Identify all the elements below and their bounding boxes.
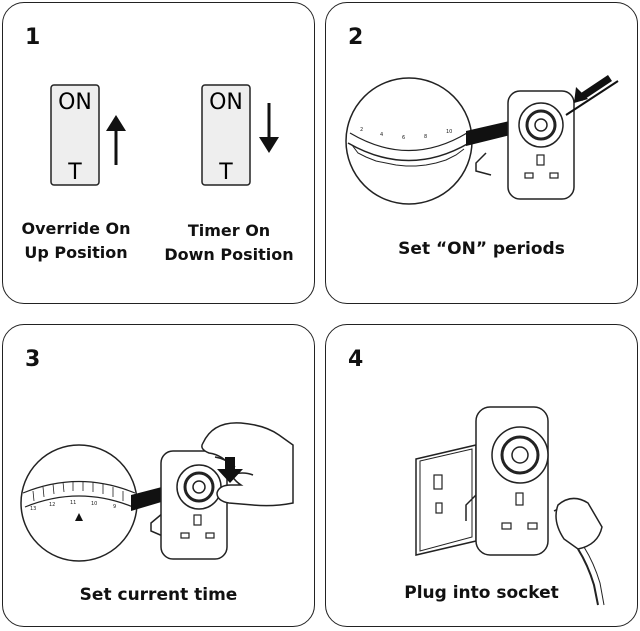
- dial-tick: 12: [49, 502, 55, 508]
- dial-tick: 6: [402, 135, 405, 141]
- dial-tick: 9: [113, 504, 116, 510]
- step-number: 3: [25, 347, 41, 372]
- step-number: 1: [25, 25, 41, 50]
- switch-timer-label: T: [218, 160, 233, 185]
- timer-plug: [475, 90, 575, 200]
- step-2-panel: 2 2 4 6 8 10: [325, 2, 638, 304]
- press-arrow-icon: [565, 75, 619, 116]
- dial-tick: 11: [70, 500, 76, 506]
- step-3-panel: 3 9 10 11 12 13: [2, 324, 315, 627]
- wall-socket: [415, 444, 477, 556]
- dial-tick: 13: [30, 506, 36, 512]
- set-current-time-illustration: 9 10 11 12 13: [20, 422, 294, 562]
- timer-caption: Timer On Down Position: [155, 219, 303, 267]
- caption-line: Override On: [21, 219, 131, 238]
- step-caption: Plug into socket: [404, 583, 559, 603]
- plug-into-socket-illustration: [415, 406, 605, 606]
- override-switch-illustration: ON T ON T: [50, 84, 279, 186]
- step-4-panel: 4 Plug into socket: [325, 324, 638, 627]
- switch-on-label: ON: [209, 90, 243, 115]
- step-caption: Set current time: [79, 585, 238, 605]
- appliance-plug: [553, 497, 605, 606]
- timer-plug: [150, 450, 228, 560]
- override-switch: ON T: [50, 84, 100, 186]
- dial-tick: 8: [424, 134, 427, 140]
- timer-plug: [465, 406, 549, 556]
- set-on-periods-illustration: 2 4 6 8 10: [345, 75, 619, 205]
- dial-tick-labels: 2 4 6 8 10: [360, 127, 452, 141]
- caption-line: Up Position: [24, 243, 128, 262]
- arrow-down-icon: [259, 103, 279, 153]
- dial-tick-labels: 9 10 11 12 13: [30, 500, 116, 512]
- step-1-panel: 1 ON T ON T Override On Up Position Time…: [2, 2, 315, 304]
- caption-line: Timer On: [187, 221, 271, 240]
- magnified-dial: 9 10 11 12 13: [20, 444, 138, 562]
- dial-tick: 10: [91, 501, 97, 507]
- override-caption: Override On Up Position: [11, 217, 141, 265]
- dial-tick: 2: [360, 127, 363, 133]
- switch-timer-label: T: [67, 160, 82, 185]
- switch-on-label: ON: [58, 90, 92, 115]
- timer-switch: ON T: [201, 84, 251, 186]
- dial-tick: 4: [380, 132, 383, 138]
- arrow-up-icon: [106, 115, 126, 165]
- step-caption: Set “ON” periods: [398, 239, 565, 259]
- caption-line: Down Position: [164, 245, 294, 264]
- step-number: 2: [348, 25, 364, 50]
- step-number: 4: [348, 347, 364, 372]
- dial-segments: [351, 144, 465, 167]
- dial-tick: 10: [446, 129, 452, 135]
- magnified-dial: 2 4 6 8 10: [345, 77, 473, 205]
- time-pointer-icon: [75, 513, 83, 521]
- arrow-down-icon: [217, 457, 243, 483]
